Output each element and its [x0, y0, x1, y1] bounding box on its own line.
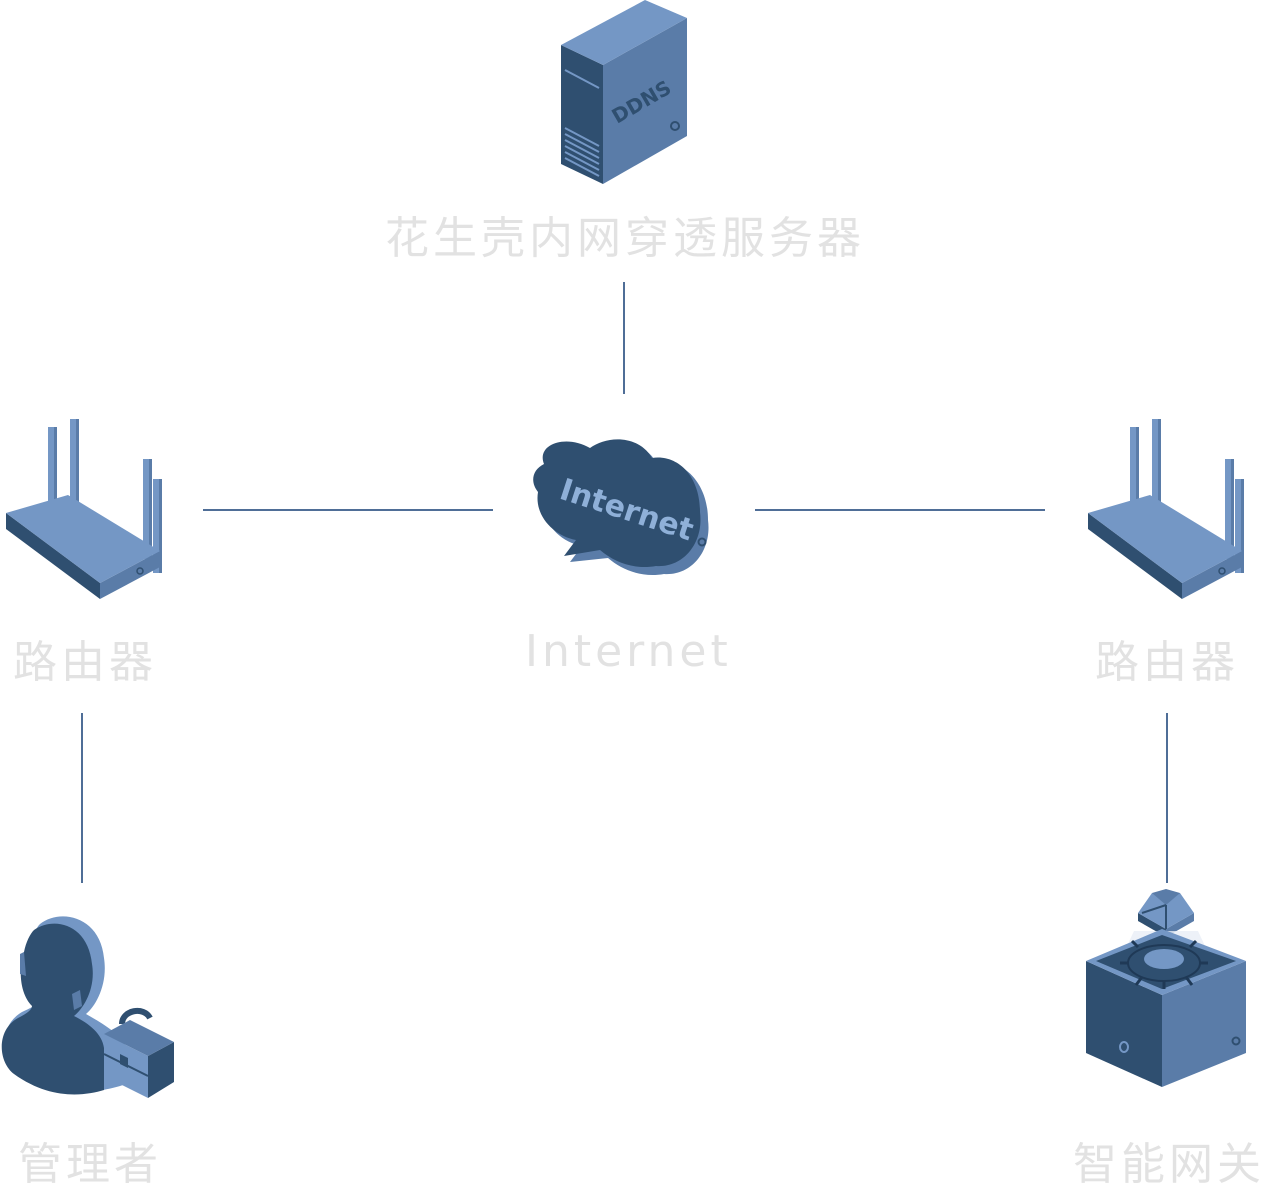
admin-label: 管理者	[18, 1139, 162, 1190]
server-label: 花生壳内网穿透服务器	[385, 213, 865, 264]
gateway-label: 智能网关	[1073, 1139, 1265, 1190]
edge-server-internet	[623, 282, 625, 394]
router-left-label: 路由器	[13, 637, 157, 688]
smart-gateway-icon	[1082, 885, 1252, 1090]
internet-label: Internet	[525, 626, 732, 677]
ddns-server-icon: DDNS	[555, 0, 695, 186]
internet-cloud-icon: Internet	[530, 438, 716, 580]
edge-router-right-gateway	[1166, 713, 1168, 883]
edge-internet-router-right	[755, 509, 1045, 511]
edge-router-left-admin	[81, 713, 83, 883]
router-right-label: 路由器	[1095, 637, 1239, 688]
router-right-icon	[1082, 415, 1252, 607]
router-left-icon	[0, 415, 170, 607]
admin-person-icon	[0, 914, 180, 1104]
edge-router-left-internet	[203, 509, 493, 511]
